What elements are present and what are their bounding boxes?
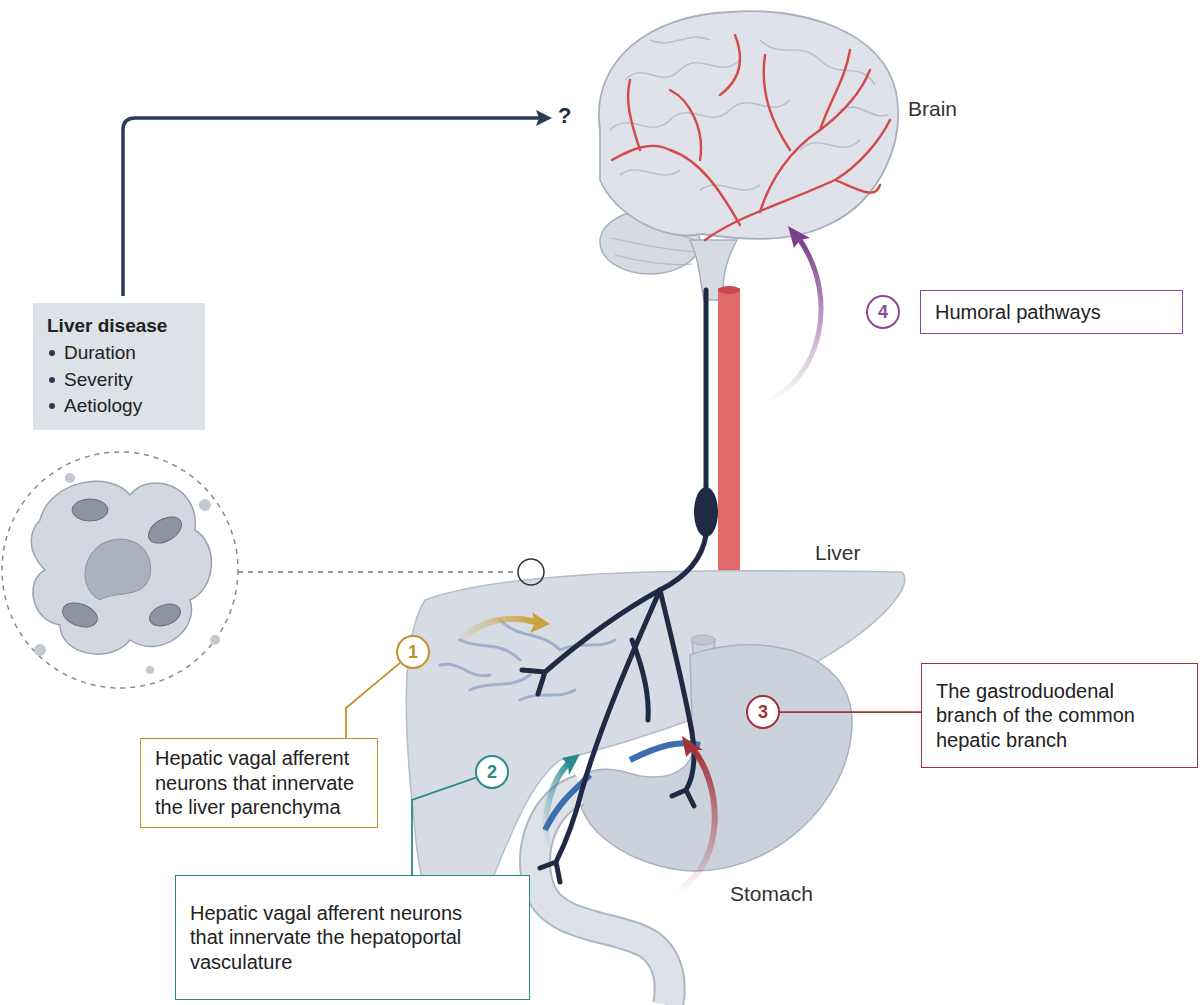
cell-inset-part [31,481,211,654]
pathway-arrows-part [562,754,580,775]
callout-text: 2 [487,762,497,783]
vagus-nerve [522,290,718,882]
vagus-nerve-part [704,290,709,490]
bullet-row: Duration [47,340,191,367]
pathway-box: Hepatic vagal afferent neurons that inne… [140,738,378,828]
cell-inset-part [147,600,184,630]
cell-inset-part [65,473,75,483]
bullet-text: Severity [64,367,133,394]
cell-inset-part [59,599,100,632]
pathway-box: Humoral pathways [920,290,1183,334]
cell-inset-part [85,539,151,600]
cell-inset-part [34,644,46,656]
cell-inset-part [144,511,186,548]
duodenum [535,790,670,1005]
callout-number: 4 [866,295,900,329]
vagus-nerve-part [632,640,648,720]
pathway-arrows-part [455,619,536,645]
blood-vessel-part [718,288,740,600]
leader-line [780,711,921,713]
bullet-dot [49,403,55,409]
bullet-dot [49,377,55,383]
pathway-arrows-part [546,762,570,848]
panel-heading: Liver disease [47,313,191,340]
organs-part [691,635,715,645]
box-text: Hepatic vagal afferent neurons that inne… [190,901,470,974]
disease-arrow-part [123,118,540,296]
cell-inset-part [518,559,544,585]
box-text: Humoral pathways [935,300,1168,324]
box-text: Hepatic vagal afferent neurons that inne… [155,746,363,819]
bullet-text: Aetiology [64,393,142,420]
cell-inset-part [72,499,108,521]
callout-number: 1 [396,635,430,669]
vagus-nerve-part [540,590,660,882]
pathway-arrows-part [682,736,703,757]
organs-part [535,790,670,1005]
brain-illustration [599,11,898,300]
brain-illustration-part [610,37,888,190]
bullet-row: Aetiology [47,393,191,420]
bullet-dot [49,350,55,356]
pathway-arrows-part [676,748,715,892]
blood-vessel-part [718,286,740,294]
callout-number: 3 [746,695,780,729]
disease-arrow-part [536,110,552,126]
humoral-arrow-part [765,240,821,402]
pathway-box: Hepatic vagal afferent neurons that inne… [175,875,530,1000]
callout-number: 2 [475,755,509,789]
cell-inset-part [2,452,238,688]
condition-panel: Liver diseaseDurationSeverityAetiology [33,303,205,430]
pathway-arrows-part [530,612,550,633]
vagus-nerve-part [694,487,718,537]
callout-text: 3 [758,702,768,723]
blood-vessel [718,286,740,600]
cell-inset-part [199,499,211,511]
organ-label: Brain [908,97,957,121]
box-text: The gastroduodenal branch of the common … [936,679,1166,752]
brain-illustration-part [599,11,898,239]
cell-inset-part [146,666,154,674]
unknown-mark: ? [558,103,571,129]
humoral-arrow-part [788,226,810,248]
humoral-arrow [765,226,821,402]
callout-text: 4 [878,302,888,323]
pathway-box: The gastroduodenal branch of the common … [921,663,1198,768]
brain-illustration-part [612,35,890,240]
cell-inset-part [210,635,220,645]
disease-arrow [123,110,552,296]
leader-line [412,778,476,875]
cell-inset [2,452,544,688]
vagus-nerve-part [660,535,706,590]
vagus-nerve-part [660,590,694,806]
bullet-row: Severity [47,367,191,394]
organ-label: Liver [815,541,861,565]
bullet-text: Duration [64,340,136,367]
organ-label: Stomach [730,882,813,906]
cell-inset-part [238,571,517,573]
callout-text: 1 [408,642,418,663]
leader-line [346,663,400,738]
pathway-arrows [455,612,715,892]
